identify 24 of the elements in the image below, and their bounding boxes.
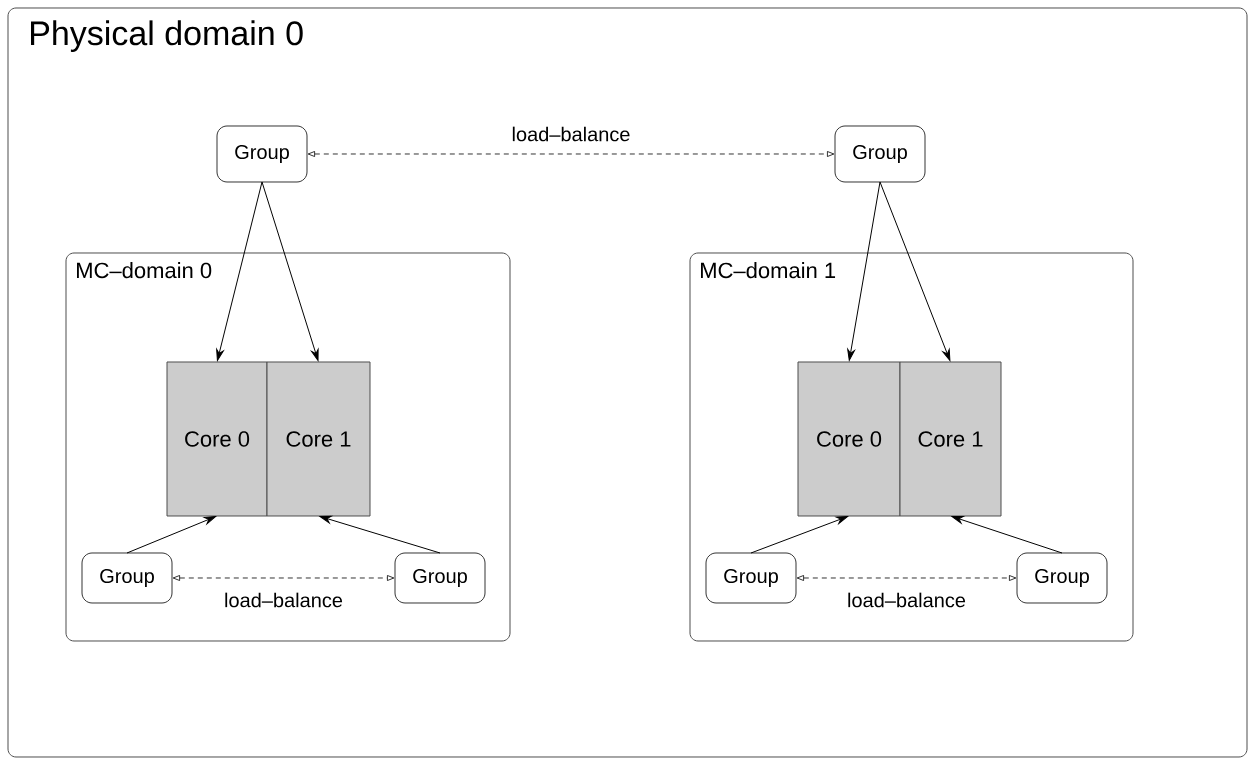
arrow: [126, 516, 216, 554]
group-box: Group: [834, 125, 926, 183]
group-box: Group: [1016, 552, 1108, 604]
arrow: [879, 181, 951, 361]
arrow: [172, 575, 395, 581]
group-box: Group: [216, 125, 308, 183]
group-box: Group: [394, 552, 486, 604]
core-box: Core 0: [797, 361, 901, 517]
edge-label: load–balance: [512, 126, 630, 142]
arrow: [847, 181, 881, 361]
group-box: Group: [81, 552, 173, 604]
edge-label: load–balance: [225, 592, 343, 608]
arrow: [216, 181, 263, 361]
arrow: [319, 515, 441, 554]
core-box: Core 1: [899, 361, 1002, 517]
arrow: [750, 516, 848, 554]
arrow: [307, 151, 835, 157]
edge-label: load–balance: [848, 592, 966, 608]
arrow: [261, 181, 319, 361]
group-box: Group: [705, 552, 797, 604]
arrow: [796, 575, 1017, 581]
arrow: [951, 516, 1063, 554]
core-box: Core 1: [266, 361, 371, 517]
core-box: Core 0: [166, 361, 268, 517]
